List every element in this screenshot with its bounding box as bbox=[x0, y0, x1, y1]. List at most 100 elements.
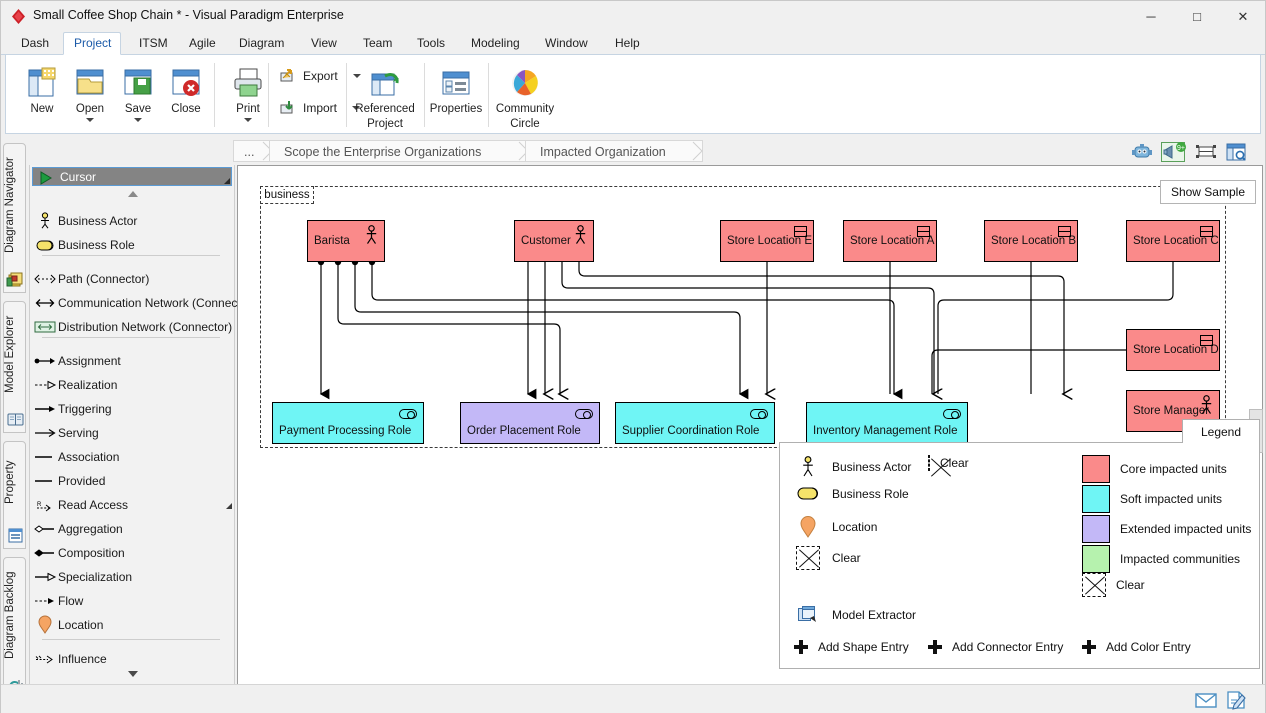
model-assistant-robot-icon[interactable] bbox=[1131, 142, 1153, 162]
node-store-location-e[interactable]: Store Location E bbox=[720, 220, 814, 262]
node-payment-processing-role[interactable]: Payment Processing Role bbox=[272, 402, 424, 444]
show-sample-button[interactable]: Show Sample bbox=[1160, 180, 1256, 204]
palette-divider bbox=[42, 255, 220, 256]
announcement-megaphone-icon[interactable]: 9+ bbox=[1161, 142, 1187, 162]
side-tab-diagram-backlog[interactable]: Diagram Backlog bbox=[3, 557, 26, 699]
ribbon-community-circle-button[interactable]: Community Circle bbox=[492, 58, 558, 132]
business-package-tab[interactable]: business bbox=[260, 186, 314, 204]
ribbon-tab-window[interactable]: Window bbox=[535, 32, 597, 55]
legend-shape-entry-2[interactable]: Location bbox=[794, 516, 877, 538]
message-envelope-icon[interactable] bbox=[1193, 689, 1219, 711]
palette-item-realization[interactable]: Realization bbox=[32, 373, 232, 397]
palette-item-triggering[interactable]: Triggering bbox=[32, 397, 232, 421]
breadcrumb-item-2[interactable]: Impacted Organization Units bbox=[525, 140, 703, 162]
left-tool-strip: Diagram NavigatorModel ExplorerPropertyD… bbox=[2, 141, 27, 699]
legend-color-entry-4[interactable]: Clear bbox=[1082, 573, 1145, 597]
notes-pencil-icon[interactable] bbox=[1223, 689, 1249, 711]
palette-item-business-role[interactable]: Business Role bbox=[32, 233, 232, 257]
palette-item-flow[interactable]: Flow bbox=[32, 589, 232, 613]
palette-item-communication-network-connector[interactable]: Communication Network (Connector) bbox=[32, 291, 232, 315]
node-supplier-coordination-role[interactable]: Supplier Coordination Role bbox=[615, 402, 775, 444]
legend-color-entry-3[interactable]: Impacted communities bbox=[1082, 545, 1240, 573]
cursor-arrow-icon bbox=[40, 172, 53, 184]
palette-item-business-actor[interactable]: Business Actor bbox=[32, 209, 232, 233]
legend-action-add-shape-entry[interactable]: Add Shape Entry bbox=[794, 640, 909, 654]
legend-action-add-color-entry[interactable]: Add Color Entry bbox=[1082, 640, 1191, 654]
palette-item-label: Communication Network (Connector) bbox=[58, 296, 255, 310]
palette-item-label: Business Actor bbox=[58, 214, 137, 228]
legend-color-entry-0[interactable]: Core impacted units bbox=[1082, 455, 1227, 483]
palette-cursor-item[interactable]: Cursor bbox=[32, 167, 232, 186]
maximize-button[interactable]: □ bbox=[1174, 1, 1220, 32]
palette-item-label: Aggregation bbox=[58, 522, 123, 536]
palette-item-label: Specialization bbox=[58, 570, 132, 584]
legend-color-entry-2[interactable]: Extended impacted units bbox=[1082, 515, 1251, 543]
ribbon-tab-modeling[interactable]: Modeling bbox=[461, 32, 527, 55]
legend-shape-entry-0[interactable]: Business Actor bbox=[794, 456, 911, 478]
chevron-down-icon[interactable] bbox=[134, 118, 142, 122]
network-badge-icon bbox=[1058, 226, 1071, 237]
breadcrumb-item-1[interactable]: Scope the Enterprise Organizations Impac… bbox=[269, 140, 529, 162]
ribbon-tab-view[interactable]: View bbox=[301, 32, 343, 55]
palette-item-serving[interactable]: Serving bbox=[32, 421, 232, 445]
legend-shape-entry-3[interactable]: Clear bbox=[794, 546, 861, 570]
network-badge-icon bbox=[917, 226, 930, 237]
palette-scroll-up[interactable] bbox=[30, 187, 236, 201]
legend-tab[interactable]: Legend bbox=[1182, 419, 1260, 443]
close-button[interactable]: ✕ bbox=[1220, 1, 1266, 32]
ribbon-tab-dash[interactable]: Dash bbox=[11, 32, 53, 55]
read-access-icon: R bbox=[32, 495, 58, 515]
ribbon-tab-help[interactable]: Help bbox=[605, 32, 647, 55]
node-barista[interactable]: Barista bbox=[307, 220, 385, 262]
ribbon-tab-team[interactable]: Team bbox=[353, 32, 399, 55]
legend-action-add-connector-entry[interactable]: Add Connector Entry bbox=[928, 640, 1063, 654]
side-tab-property[interactable]: Property bbox=[3, 441, 26, 549]
node-customer[interactable]: Customer bbox=[514, 220, 594, 262]
diagram-overview-icon[interactable] bbox=[1225, 142, 1247, 162]
palette-item-composition[interactable]: Composition bbox=[32, 541, 232, 565]
ribbon-referenced-project-button[interactable]: Referenced Project bbox=[350, 58, 420, 132]
ribbon-tab-agile[interactable]: Agile bbox=[179, 32, 221, 55]
node-order-placement-role[interactable]: Order Placement Role bbox=[460, 402, 600, 444]
palette-item-influence[interactable]: Influence bbox=[32, 647, 232, 671]
palette-item-location[interactable]: Location bbox=[32, 613, 232, 637]
ribbon-tab-project[interactable]: Project bbox=[63, 32, 121, 55]
palette-divider bbox=[42, 337, 220, 338]
legend-model-extractor[interactable]: Model Extractor bbox=[794, 606, 916, 624]
side-tab-diagram-navigator[interactable]: Diagram Navigator bbox=[3, 143, 26, 293]
node-store-location-d[interactable]: Store Location D bbox=[1126, 329, 1220, 371]
network-badge-icon bbox=[1200, 226, 1213, 237]
palette-item-path-connector[interactable]: Path (Connector) bbox=[32, 267, 232, 291]
ribbon-close-button[interactable]: Close bbox=[158, 58, 214, 132]
legend-connector-entry-0[interactable]: Clear bbox=[928, 456, 969, 470]
ribbon-tab-diagram[interactable]: Diagram bbox=[229, 32, 291, 55]
side-tab-model-explorer[interactable]: Model Explorer bbox=[3, 301, 26, 433]
legend-entry-label: Core impacted units bbox=[1120, 462, 1227, 476]
ribbon-properties-button[interactable]: Properties bbox=[428, 58, 484, 132]
fit-to-screen-icon[interactable] bbox=[1195, 142, 1217, 162]
color-swatch bbox=[1082, 545, 1110, 573]
palette-item-specialization[interactable]: Specialization bbox=[32, 565, 232, 589]
palette-cursor-expand-icon[interactable] bbox=[224, 178, 230, 184]
serving-icon bbox=[32, 423, 58, 443]
palette-item-read-access[interactable]: RRead Access bbox=[32, 493, 232, 517]
ribbon-save-label: Save bbox=[125, 103, 151, 115]
palette-item-provided[interactable]: Provided bbox=[32, 469, 232, 493]
ribbon-tab-tools[interactable]: Tools bbox=[407, 32, 451, 55]
ribbon-tab-itsm[interactable]: ITSM bbox=[129, 32, 171, 55]
palette-item-distribution-network-connector[interactable]: Distribution Network (Connector) bbox=[32, 315, 232, 339]
node-store-location-b[interactable]: Store Location B bbox=[984, 220, 1078, 262]
legend-shape-entry-1[interactable]: Business Role bbox=[794, 486, 909, 501]
node-store-location-c[interactable]: Store Location C bbox=[1126, 220, 1220, 262]
node-label: Store Manager bbox=[1133, 405, 1209, 417]
palette-item-assignment[interactable]: Assignment bbox=[32, 349, 232, 373]
minimize-button[interactable]: ─ bbox=[1128, 1, 1174, 32]
chevron-up-icon bbox=[128, 191, 138, 197]
node-inventory-management-role[interactable]: Inventory Management Role bbox=[806, 402, 968, 444]
legend-color-entry-1[interactable]: Soft impacted units bbox=[1082, 485, 1222, 513]
chevron-down-icon[interactable] bbox=[86, 118, 94, 122]
palette-item-association[interactable]: Association bbox=[32, 445, 232, 469]
node-store-location-a[interactable]: Store Location A bbox=[843, 220, 937, 262]
palette-item-aggregation[interactable]: Aggregation bbox=[32, 517, 232, 541]
chevron-down-icon[interactable] bbox=[244, 118, 252, 122]
